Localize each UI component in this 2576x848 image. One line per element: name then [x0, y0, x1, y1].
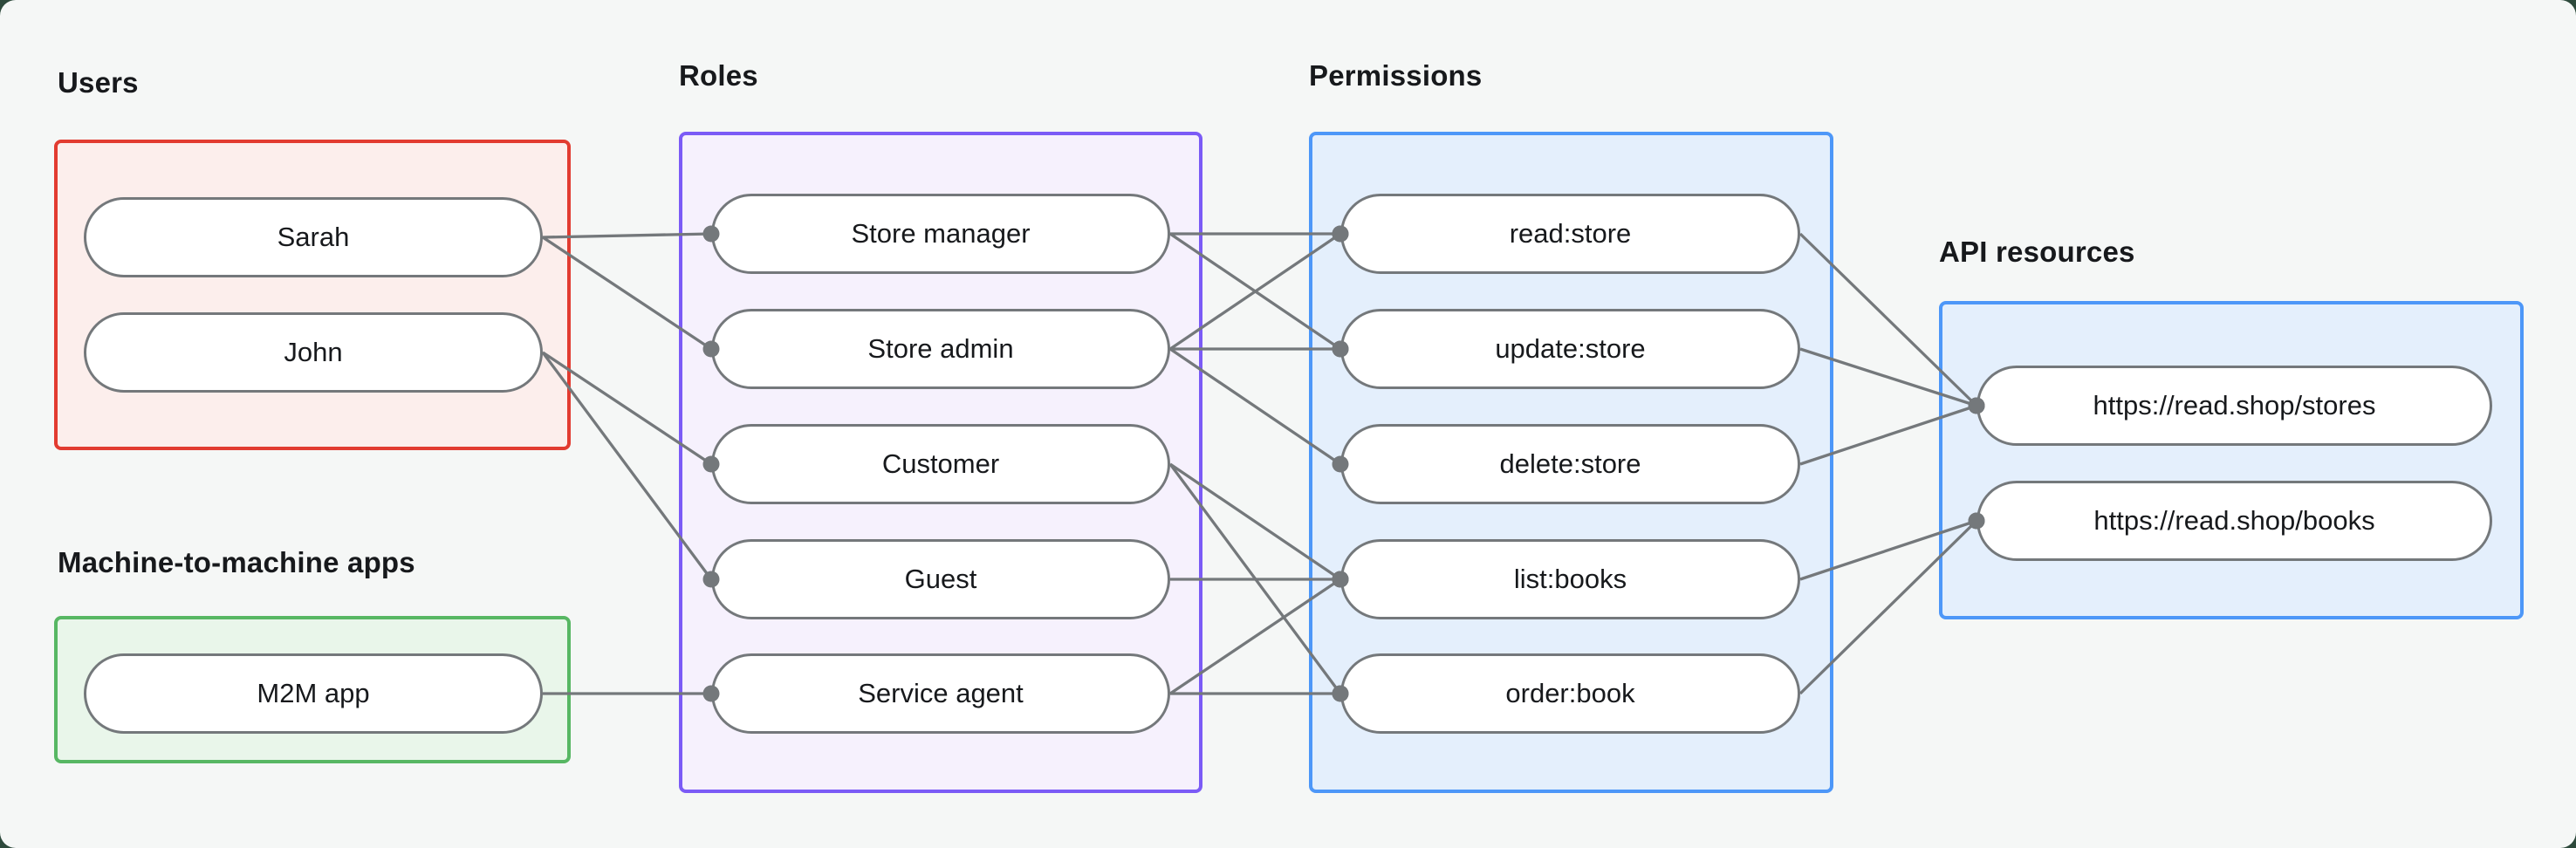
- users-group-label: Users: [58, 66, 139, 99]
- node-permission-list-books: list:books: [1340, 539, 1800, 619]
- node-role-service-agent: Service agent: [711, 653, 1170, 734]
- node-api-resource-stores: https://read.shop/stores: [1977, 366, 2492, 446]
- users-group-box: [54, 140, 571, 450]
- node-role-customer: Customer: [711, 424, 1170, 504]
- node-permission-delete-store: delete:store: [1340, 424, 1800, 504]
- node-permission-read-store: read:store: [1340, 194, 1800, 274]
- permissions-group-label: Permissions: [1309, 59, 1483, 92]
- node-permission-update-store: update:store: [1340, 309, 1800, 389]
- node-user-john: John: [84, 312, 543, 393]
- api-resources-group-label: API resources: [1939, 236, 2135, 268]
- node-role-guest: Guest: [711, 539, 1170, 619]
- m2m-apps-group-label: Machine-to-machine apps: [58, 546, 415, 578]
- node-role-store-manager: Store manager: [711, 194, 1170, 274]
- node-api-resource-books: https://read.shop/books: [1977, 481, 2492, 561]
- node-permission-order-book: order:book: [1340, 653, 1800, 734]
- node-user-sarah: Sarah: [84, 197, 543, 277]
- api-resources-group-box: [1939, 301, 2524, 619]
- roles-group-label: Roles: [679, 59, 758, 92]
- node-m2m-app: M2M app: [84, 653, 543, 734]
- node-role-store-admin: Store admin: [711, 309, 1170, 389]
